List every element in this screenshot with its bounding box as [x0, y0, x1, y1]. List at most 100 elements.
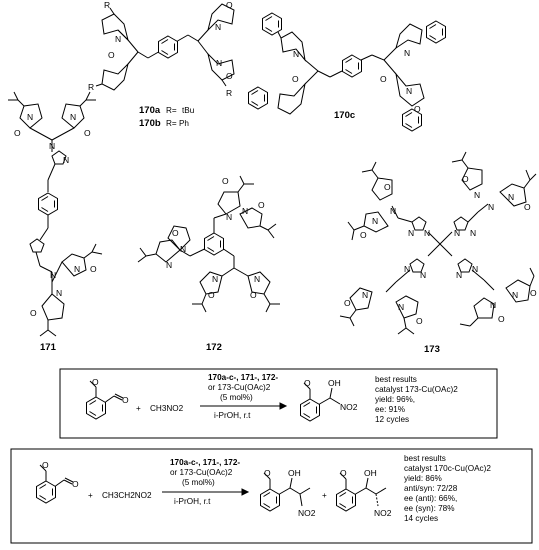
- atom-n: N: [70, 112, 76, 122]
- compound-170ab-structure: [95, 3, 235, 91]
- r2-result-line: yield: 86%: [404, 474, 442, 483]
- atom-o: O: [344, 298, 351, 308]
- compound-173-structure: [339, 151, 537, 335]
- r1-reagent: CH3NO2: [150, 404, 184, 413]
- r2-result-line: catalyst 170c-Cu(OAc)2: [404, 464, 491, 473]
- atom-o: O: [30, 308, 37, 318]
- atom-o: O: [250, 290, 257, 300]
- label-170b-def: R= Ph: [166, 119, 189, 128]
- r2-aldehyde-o: O: [72, 479, 79, 489]
- r2-result-line: ee (syn): 78%: [404, 504, 455, 513]
- r1-cond-2: or 173-Cu(OAc)2: [208, 383, 271, 392]
- atom-n: N: [293, 49, 299, 59]
- r1-result-line: yield: 96%,: [375, 395, 415, 404]
- atom-n: N: [166, 260, 172, 270]
- reaction1-product: [300, 382, 341, 422]
- compound-170c-structure: [248, 12, 446, 132]
- atom-n: N: [454, 228, 460, 238]
- atom-o: O: [384, 182, 391, 192]
- atom-n: N: [226, 212, 232, 222]
- r1-result-line: 12 cycles: [375, 415, 409, 424]
- r1-product-no2: NO2: [340, 402, 358, 412]
- atom-n: N: [404, 48, 410, 58]
- r2-cond-2: or 173-Cu(OAc)2: [170, 468, 233, 477]
- r2-methoxy-o: O: [42, 460, 49, 470]
- r2-syn-oh: OH: [364, 468, 377, 478]
- r2-anti-oh: OH: [288, 468, 301, 478]
- r2-cond-1: 170a-c-, 171-, 172-: [170, 458, 240, 467]
- r1-aldehyde-o: O: [122, 395, 129, 405]
- r1-product-oh: OH: [328, 378, 341, 388]
- atom-n: N: [398, 302, 404, 312]
- atom-n: N: [254, 274, 260, 284]
- r2-result-line: anti/syn: 72/28: [404, 484, 458, 493]
- atom-o: O: [360, 230, 367, 240]
- atom-n: N: [472, 264, 478, 274]
- atom-o: O: [108, 50, 115, 60]
- atom-o: O: [462, 174, 469, 184]
- atom-n: N: [115, 34, 121, 44]
- reaction-box-1: [59, 368, 498, 439]
- atom-n: N: [488, 202, 494, 212]
- r2-plus: +: [88, 491, 93, 500]
- atom-n: N: [56, 288, 62, 298]
- r1-plus: +: [136, 404, 141, 413]
- atom-o: O: [208, 290, 215, 300]
- r2-result-line: best results: [404, 454, 446, 463]
- atom-o: O: [380, 74, 387, 84]
- r1-methoxy-o: O: [92, 377, 99, 387]
- atom-n: N: [408, 228, 414, 238]
- atom-n: N: [74, 264, 80, 274]
- atom-n: N: [424, 228, 430, 238]
- reaction2-substrate: [36, 464, 74, 504]
- atom-n: N: [212, 274, 218, 284]
- atom-n: N: [362, 290, 368, 300]
- r-label-170-b: R: [88, 82, 94, 92]
- atom-n: N: [242, 206, 248, 216]
- r2-plus2: +: [322, 491, 327, 500]
- reaction1-substrate: [86, 380, 124, 420]
- atom-o: O: [172, 228, 179, 238]
- atom-o: O: [226, 0, 233, 10]
- atom-n: N: [216, 58, 222, 68]
- atom-n: N: [512, 290, 518, 300]
- compound-171-structure: [8, 91, 103, 337]
- atom-o: O: [222, 176, 229, 186]
- r2-cond-4: i-PrOH, r.t: [174, 497, 211, 506]
- atom-o: O: [498, 314, 505, 324]
- atom-n: N: [474, 190, 480, 200]
- atom-o: O: [258, 200, 265, 210]
- r2-results: best results catalyst 170c-Cu(OAc)2 yiel…: [404, 454, 491, 523]
- atom-n: N: [50, 270, 56, 280]
- compound-172-structure: [137, 175, 280, 313]
- r1-result-line: best results: [375, 375, 417, 384]
- r1-arrow-head: [279, 402, 288, 410]
- atom-n: N: [372, 216, 378, 226]
- r2-arrow-head: [241, 488, 250, 496]
- atom-n: N: [215, 22, 221, 32]
- atom-o: O: [530, 288, 537, 298]
- atom-o: O: [524, 202, 531, 212]
- reaction2-product-anti: [260, 472, 311, 512]
- atom-n: N: [470, 228, 476, 238]
- label-172: 172: [206, 342, 222, 353]
- atom-n: N: [456, 270, 462, 280]
- atom-n: N: [404, 264, 410, 274]
- label-173: 173: [424, 344, 440, 355]
- atom-o: O: [414, 104, 421, 114]
- atom-n: N: [49, 141, 55, 151]
- r1-results: best results catalyst 173-Cu(OAc)2 yield…: [375, 375, 458, 424]
- r-label-170-a: R: [104, 0, 110, 10]
- atom-n: N: [63, 155, 69, 165]
- atom-o: O: [90, 264, 97, 274]
- r1-cond-3: (5 mol%): [220, 393, 253, 402]
- atom-n: N: [180, 244, 186, 254]
- r1-cond-4: i-PrOH, r.t: [214, 411, 251, 420]
- r-label-170-c: R: [226, 88, 232, 98]
- r2-reagent: CH3CH2NO2: [102, 491, 152, 500]
- atom-o: O: [226, 71, 233, 81]
- atom-o: O: [84, 128, 91, 138]
- label-170c: 170c: [334, 110, 355, 121]
- r1-product-o: O: [304, 378, 311, 388]
- atom-n: N: [508, 192, 514, 202]
